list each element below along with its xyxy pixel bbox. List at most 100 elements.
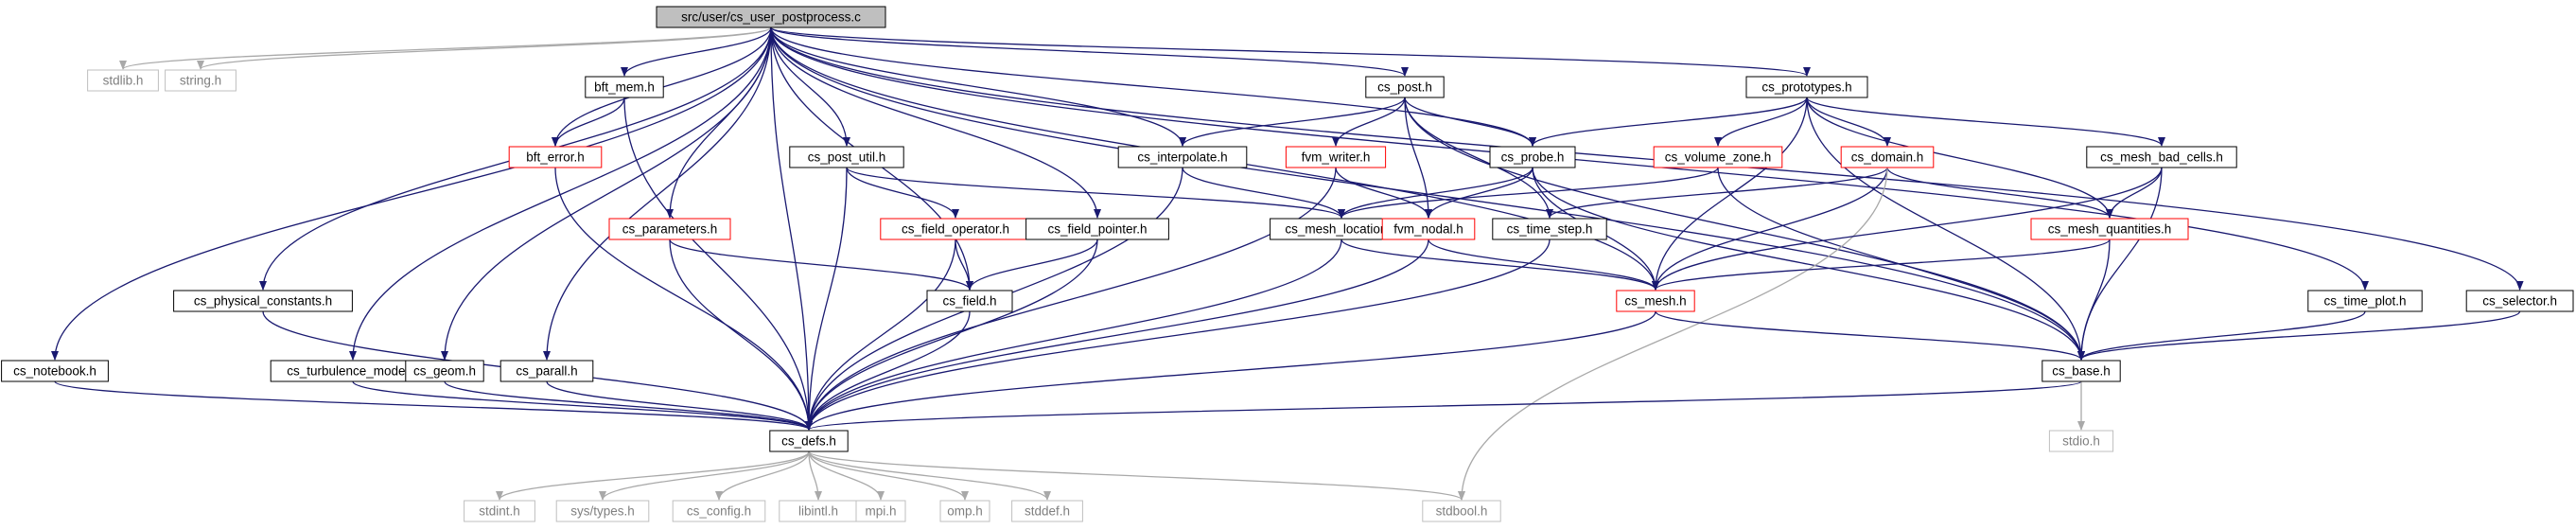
edge-root-to-cs_probe — [770, 26, 1536, 147]
node-cs-config: cs_config.h — [672, 500, 766, 522]
node-root[interactable]: src/user/cs_user_postprocess.c — [656, 6, 886, 28]
node-stdlib: stdlib.h — [87, 69, 159, 92]
edge-cs_mesh_bad_cells-to-cs_base — [2077, 167, 2163, 361]
node-label: cs_parameters.h — [622, 222, 718, 237]
edge-cs_defs-to-mpi — [808, 450, 885, 501]
node-cs-field[interactable]: cs_field.h — [926, 290, 1013, 312]
node-label: cs_geom.h — [413, 364, 476, 379]
edge-cs_mesh_quantities-to-cs_mesh — [1652, 238, 2111, 291]
edge-cs_prototypes-to-cs_base — [1806, 97, 2085, 361]
node-cs-prototypes[interactable]: cs_prototypes.h — [1745, 76, 1868, 98]
edge-cs_turbulence_model-to-cs_defs — [352, 380, 813, 431]
edge-root-to-cs_parameters — [666, 26, 772, 219]
node-stdbool: stdbool.h — [1422, 500, 1501, 522]
node-cs-post-util[interactable]: cs_post_util.h — [789, 146, 904, 168]
edge-cs_probe-to-cs_base — [1532, 167, 2085, 361]
edge-root-to-cs_post_util — [770, 26, 850, 147]
node-stdint: stdint.h — [464, 500, 535, 522]
node-cs-physical-constants[interactable]: cs_physical_constants.h — [173, 290, 353, 312]
node-box — [1653, 146, 1783, 168]
node-box — [855, 500, 906, 522]
node-cs-defs[interactable]: cs_defs.h — [769, 430, 849, 452]
edge-cs_mesh-to-cs_defs — [805, 310, 1656, 431]
node-cs-selector[interactable]: cs_selector.h — [2465, 290, 2574, 312]
node-cs-parall[interactable]: cs_parall.h — [499, 360, 594, 382]
node-label: cs_mesh_location.h — [1285, 222, 1397, 237]
node-cs-domain[interactable]: cs_domain.h — [1840, 146, 1935, 168]
node-label: cs_probe.h — [1501, 150, 1565, 165]
edge-root-to-string — [197, 26, 772, 70]
edge-cs_domain-to-cs_mesh — [1652, 167, 1888, 291]
node-cs-geom[interactable]: cs_geom.h — [405, 360, 484, 382]
edge-cs_mesh_bad_cells-to-cs_mesh — [1652, 167, 2163, 291]
node-cs-probe[interactable]: cs_probe.h — [1489, 146, 1576, 168]
node-bft-mem[interactable]: bft_mem.h — [585, 76, 664, 98]
node-label: src/user/cs_user_postprocess.c — [681, 10, 861, 25]
edge-cs_field-to-cs_defs — [805, 310, 971, 431]
node-cs-mesh-location[interactable]: cs_mesh_location.h — [1270, 218, 1413, 240]
edge-bft_error-to-cs_defs — [554, 167, 813, 431]
node-label: libintl.h — [798, 504, 838, 519]
node-cs-notebook[interactable]: cs_notebook.h — [1, 360, 109, 382]
node-cs-volume-zone[interactable]: cs_volume_zone.h — [1653, 146, 1783, 168]
node-box — [173, 290, 353, 312]
node-box — [939, 500, 990, 522]
node-cs-post[interactable]: cs_post.h — [1365, 76, 1445, 98]
node-label: mpi.h — [865, 504, 896, 519]
node-box — [585, 76, 664, 98]
node-label: cs_field_operator.h — [902, 222, 1009, 237]
node-label: omp.h — [947, 504, 983, 519]
node-label: bft_mem.h — [594, 80, 655, 95]
edge-cs_post_util-to-cs_field_operator — [846, 167, 959, 219]
node-fvm-nodal[interactable]: fvm_nodal.h — [1381, 218, 1476, 240]
node-label: cs_post_util.h — [808, 150, 886, 165]
node-label: cs_turbulence_model.h — [287, 364, 419, 379]
node-cs-base[interactable]: cs_base.h — [2042, 360, 2121, 382]
edge-root-to-cs_parall — [543, 26, 772, 361]
node-box — [1025, 218, 1169, 240]
node-cs-mesh-quantities[interactable]: cs_mesh_quantities.h — [2030, 218, 2189, 240]
node-box — [1, 360, 109, 382]
edge-cs_parameters-to-cs_field — [669, 238, 973, 291]
edge-root-to-cs_field_pointer — [770, 26, 1101, 219]
node-libintl: libintl.h — [779, 500, 858, 522]
node-label: stdbool.h — [1436, 504, 1488, 519]
nodes-layer: src/user/cs_user_postprocess.c stdlib.h st… — [1, 6, 2574, 522]
node-omp: omp.h — [939, 500, 990, 522]
node-fvm-writer[interactable]: fvm_writer.h — [1285, 146, 1387, 168]
edge-root-to-cs_notebook — [51, 26, 772, 361]
node-label: stdlib.h — [103, 74, 144, 88]
node-cs-field-pointer[interactable]: cs_field_pointer.h — [1025, 218, 1169, 240]
node-box — [87, 69, 159, 92]
edge-root-to-cs_interpolate — [770, 26, 1186, 147]
edge-cs_parameters-to-cs_defs — [669, 238, 813, 431]
node-box — [1422, 500, 1501, 522]
edge-cs_prototypes-to-cs_mesh — [1652, 97, 1808, 291]
node-bft-error[interactable]: bft_error.h — [508, 146, 603, 168]
node-box — [555, 500, 650, 522]
node-label: cs_base.h — [2052, 364, 2111, 379]
node-cs-interpolate[interactable]: cs_interpolate.h — [1117, 146, 1248, 168]
node-cs-mesh-bad-cells[interactable]: cs_mesh_bad_cells.h — [2086, 146, 2237, 168]
edge-cs_post-to-fvm_writer — [1332, 97, 1406, 147]
node-label: fvm_writer.h — [1302, 150, 1371, 165]
node-box — [508, 146, 603, 168]
node-cs-time-plot[interactable]: cs_time_plot.h — [2307, 290, 2423, 312]
node-cs-turbulence-model[interactable]: cs_turbulence_model.h — [270, 360, 436, 382]
node-box — [926, 290, 1013, 312]
edge-root-to-cs_selector — [770, 26, 2524, 291]
edges-layer — [51, 26, 2524, 501]
node-box — [1616, 290, 1695, 312]
node-cs-time-step[interactable]: cs_time_step.h — [1492, 218, 1607, 240]
node-cs-field-operator[interactable]: cs_field_operator.h — [880, 218, 1031, 240]
edge-cs_mesh_quantities-to-cs_base — [2077, 238, 2111, 361]
node-cs-mesh[interactable]: cs_mesh.h — [1616, 290, 1695, 312]
edge-cs_prototypes-to-cs_mesh_quantities — [1806, 97, 2113, 219]
node-cs-parameters[interactable]: cs_parameters.h — [608, 218, 731, 240]
edge-cs_domain-to-cs_mesh_quantities — [1886, 167, 2113, 219]
edge-root-to-cs_geom — [441, 26, 772, 361]
edge-fvm_nodal-to-cs_mesh — [1428, 238, 1659, 291]
edge-cs_probe-to-fvm_nodal — [1425, 167, 1533, 219]
node-label: stddef.h — [1025, 504, 1070, 519]
edge-cs_post_util-to-cs_mesh_location — [846, 167, 1345, 219]
